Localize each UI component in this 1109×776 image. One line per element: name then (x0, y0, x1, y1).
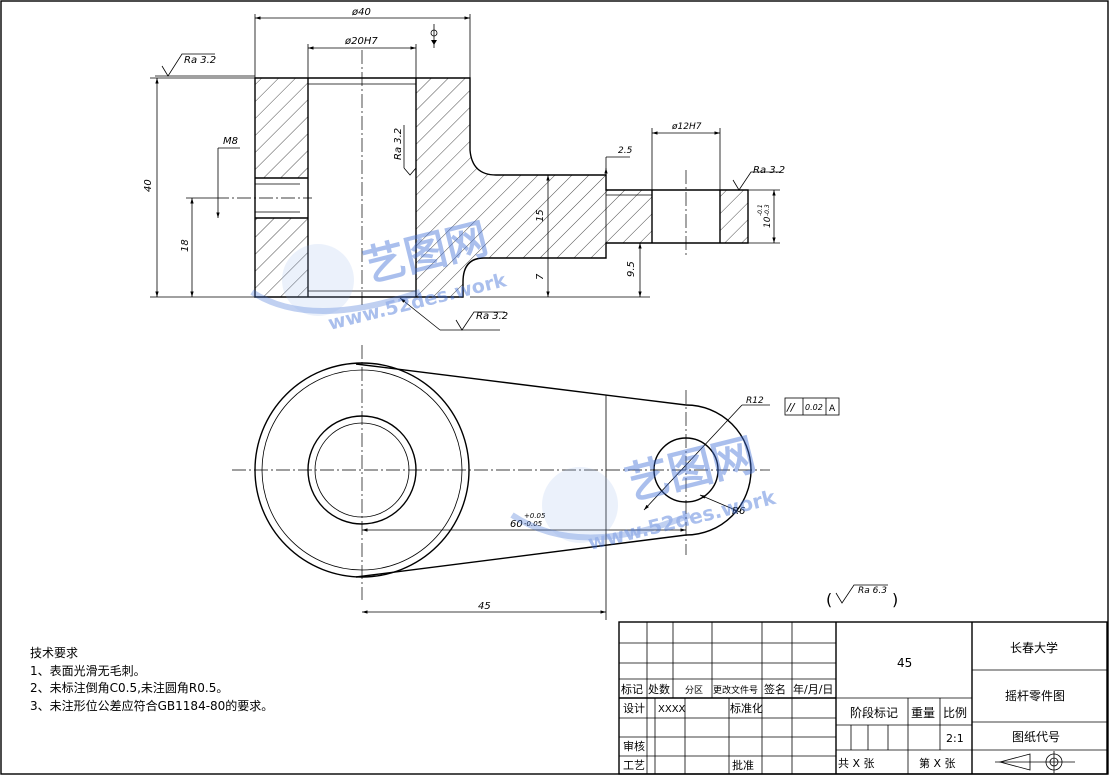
dim-d12h7: ø12H7 (671, 122, 702, 132)
tol-datum: A (829, 404, 836, 414)
title-block: 标记 处数 分区 更改文件号 签名 年/月/日 设计 XXXX 标准化 审核 工… (618, 621, 1108, 775)
roughness-symbol-bottom-icon (455, 311, 505, 331)
hatch-right-body (416, 78, 652, 297)
ra-right: Ra 3.2 (753, 165, 785, 176)
tb-change-doc: 更改文件号 (713, 684, 758, 696)
dim-d40: ø40 (351, 7, 371, 18)
tol-symbol: // (786, 401, 796, 414)
roughness-symbol-icon (155, 53, 255, 77)
tb-mark: 标记 (621, 682, 643, 696)
tb-date: 年/月/日 (793, 682, 833, 696)
tb-total: 共 X 张 (838, 757, 875, 770)
tb-school: 长春大学 (1010, 640, 1058, 655)
hatch-arm-end (720, 190, 748, 243)
dim-r6: R6 (732, 506, 745, 517)
front-section-view: ø40 ø20H7 Ra 3.2 40 18 M8 (143, 7, 785, 331)
projection-symbol-icon (995, 751, 1075, 773)
ra-bore: Ra 3.2 (393, 128, 404, 160)
tb-sheet: 第 X 张 (919, 756, 956, 770)
tb-weight: 重量 (911, 706, 935, 720)
tb-scale-value: 2:1 (946, 732, 964, 745)
tb-count: 处数 (648, 683, 670, 696)
dim-h40: 40 (143, 179, 154, 192)
tb-part-name: 摇杆零件图 (1005, 689, 1065, 703)
tech-item-3: 3、未注形位公差应符合GB1184-80的要求。 (30, 698, 273, 713)
tolerance-frame (784, 397, 840, 416)
tech-item-2: 2、未标注倒角C0.5,未注圆角R0.5。 (30, 680, 228, 695)
dim-r12: R12 (746, 396, 764, 406)
tol-value: 0.02 (805, 403, 823, 412)
paren-open: ( (826, 590, 832, 609)
tb-zone: 分区 (685, 685, 703, 696)
roughness-symbol-right-icon (732, 171, 780, 191)
dim-m8: M8 (223, 136, 238, 147)
tb-design-name: XXXX (658, 704, 686, 715)
tb-sign: 签名 (764, 682, 786, 696)
tech-item-1: 1、表面光滑无毛刺。 (30, 664, 146, 678)
tb-process: 工艺 (623, 759, 645, 772)
paren-close: ) (892, 590, 898, 609)
dim-2-5: 2.5 (618, 146, 633, 156)
dim-len60: 60 (510, 519, 523, 530)
technical-requirements: 技术要求 1、表面光滑无毛刺。 2、未标注倒角C0.5,未注圆角R0.5。 3、… (30, 646, 273, 713)
ra-top-left: Ra 3.2 (184, 55, 216, 66)
hatch-left-wall (255, 78, 308, 297)
tb-approve: 批准 (732, 758, 754, 772)
dim-h15: 15 (535, 209, 546, 222)
dim-h18: 18 (180, 239, 191, 252)
dim-h10: 10 (763, 216, 773, 228)
dim-h10-tol-upper: -0.1 (757, 204, 764, 216)
roughness-symbol-general-icon (835, 584, 888, 604)
tb-stage: 阶段标记 (850, 705, 898, 720)
top-view: R12 // 0.02 A R6 60 +0.05 -0.05 45 ( Ra … (232, 345, 898, 620)
dim-d20h7: ø20H7 (344, 36, 378, 47)
dim-h7: 7 (535, 273, 546, 280)
watermark-center: 艺图网 www.52des.work (510, 429, 779, 555)
tb-standard: 标准化 (730, 701, 763, 715)
datum-symbol-icon (430, 24, 438, 48)
tb-scale: 比例 (943, 706, 967, 720)
dim-len60-tol-lower: -0.05 (524, 520, 543, 528)
tb-review: 审核 (623, 739, 645, 753)
tb-design: 设计 (623, 702, 645, 715)
ra-bottom: Ra 3.2 (476, 311, 508, 322)
tech-title: 技术要求 (30, 646, 78, 660)
dim-len60-tol-upper: +0.05 (524, 512, 546, 520)
tb-drawing-no: 图纸代号 (1012, 730, 1060, 744)
dim-h9-5: 9.5 (626, 261, 637, 277)
dim-len45: 45 (478, 601, 491, 612)
ra-general: Ra 6.3 (858, 586, 887, 596)
roughness-symbol-bore-icon (403, 125, 417, 176)
dim-h10-tol-lower: -0.3 (764, 204, 771, 216)
tb-material: 45 (897, 656, 912, 670)
